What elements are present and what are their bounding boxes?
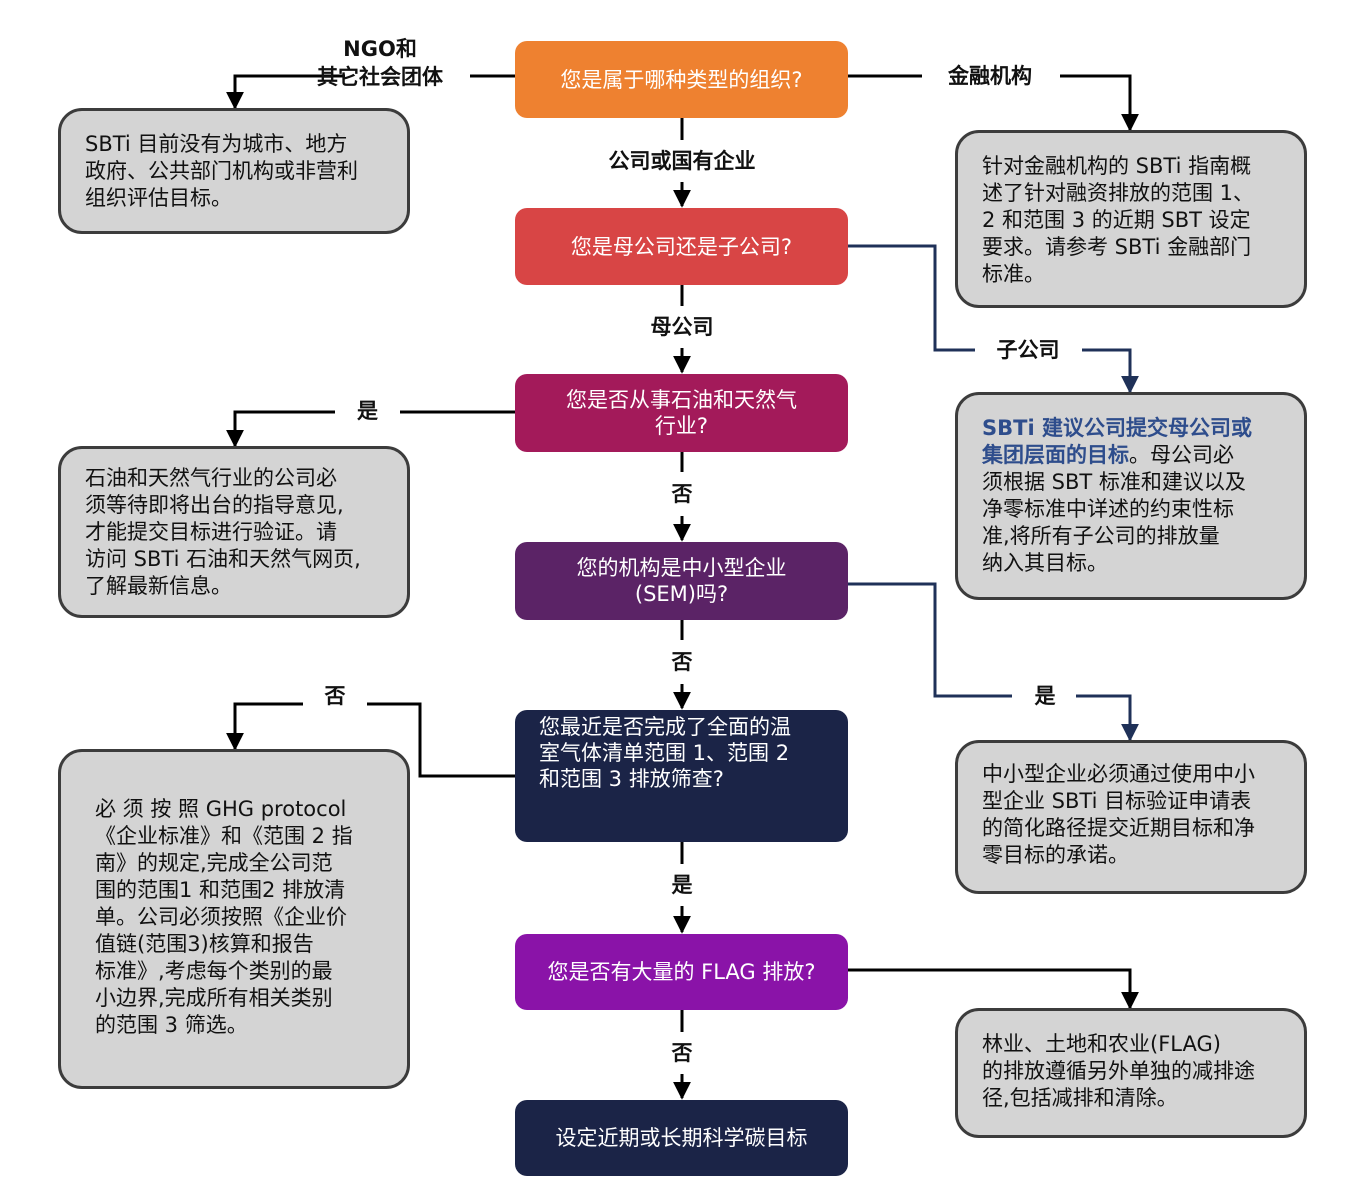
label-company: 公司或国有企业 [608,149,756,173]
label-subsidiary: 子公司 [996,338,1060,362]
label-no-ghg: 否 [324,684,346,708]
question-oil-gas: 您是否从事石油和天然气 行业? [515,374,848,452]
label-no-sme: 否 [671,650,693,674]
label-ngo: NGO和 其它社会团体 [317,37,443,89]
label-no-flag: 否 [671,1041,693,1065]
note-flag: 林业、土地和农业(FLAG) 的排放遵循另外单独的减排途 径,包括减排和清除。 [955,1008,1307,1138]
label-yes-sme: 是 [1034,684,1056,708]
note-oil-gas: 石油和天然气行业的公司必 须等待即将出台的指导意见, 才能提交目标进行验证。请 … [58,446,410,618]
arrow-subsidiary [848,244,975,352]
note-subsidiary: SBTi 建议公司提交母公司或 集团层面的目标。母公司必 须根据 SBT 标准和… [955,392,1307,600]
question-parent-or-subsidiary: 您是母公司还是子公司? [515,208,848,285]
label-no-oil: 否 [671,482,693,506]
label-parent: 母公司 [650,315,714,339]
note-ghg: 必 须 按 照 GHG protocol 《企业标准》和《范围 2 指 南》的规… [58,749,410,1089]
label-yes-ghg: 是 [671,873,693,897]
note-financial: 针对金融机构的 SBTi 指南概 述了针对融资排放的范围 1、 2 和范围 3 … [955,130,1307,308]
arrow-ghg-no [367,702,515,778]
question-ghg-inventory: 您最近是否完成了全面的温 室气体清单范围 1、范围 2 和范围 3 排放筛查? [515,710,848,842]
note-sme: 中小型企业必须通过使用中小 型企业 SBTi 目标验证申请表 的简化路径提交近期… [955,740,1307,894]
label-yes-oil: 是 [357,399,378,423]
note-ngo: SBTi 目前没有为城市、地方 政府、公共部门机构或非营利 组织评估目标。 [58,108,410,234]
question-sme: 您的机构是中小型企业 (SEM)吗? [515,542,848,620]
label-financial: 金融机构 [948,64,1032,88]
question-flag: 您是否有大量的 FLAG 排放? [515,934,848,1010]
arrow-flag-yes [848,968,1139,1010]
set-targets-box: 设定近期或长期科学碳目标 [515,1100,848,1176]
question-org-type: 您是属于哪种类型的组织? [515,41,848,118]
arrow-sme-yes [848,582,1012,698]
